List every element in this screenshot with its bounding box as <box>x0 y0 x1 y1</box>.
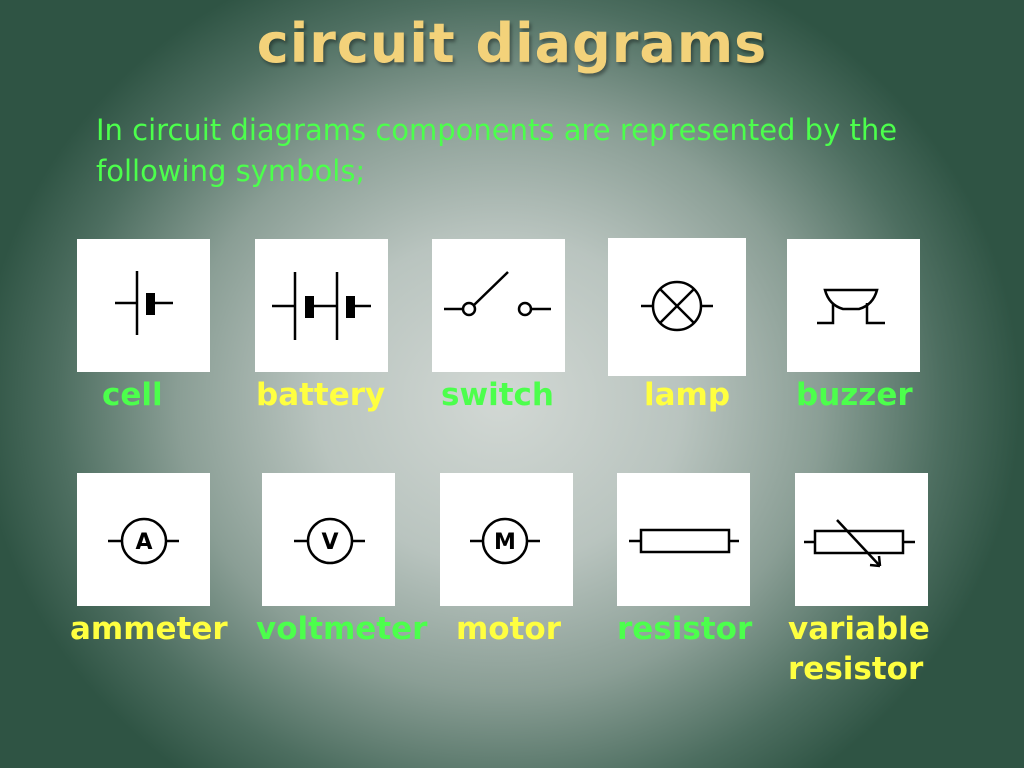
battery-symbol-icon <box>272 272 371 340</box>
voltmeter-letter: V <box>321 530 338 555</box>
ammeter-tile: A <box>77 473 210 606</box>
motor-tile: M <box>440 473 573 606</box>
variable-resistor-label: variable resistor <box>788 609 930 689</box>
buzzer-label: buzzer <box>796 377 913 413</box>
motor-symbol-icon: M <box>470 517 540 565</box>
switch-symbol-icon <box>444 271 551 317</box>
cell-symbol-icon <box>115 271 173 335</box>
ammeter-symbol-icon: A <box>108 517 179 565</box>
voltmeter-symbol-icon: V <box>294 517 365 565</box>
intro-text: In circuit diagrams components are repre… <box>96 113 898 188</box>
variable-resistor-symbol-icon <box>804 519 915 568</box>
buzzer-symbol-icon <box>817 288 885 325</box>
voltmeter-label: voltmeter <box>256 611 428 647</box>
lamp-tile <box>608 238 746 376</box>
battery-tile <box>255 239 388 372</box>
lamp-symbol-icon <box>641 280 713 332</box>
motor-label: motor <box>456 611 562 647</box>
resistor-symbol-icon <box>629 528 739 554</box>
variable-resistor-label-line1: variable <box>788 611 930 647</box>
switch-tile <box>432 239 565 372</box>
cell-label: cell <box>102 377 163 413</box>
voltmeter-tile: V <box>262 473 395 606</box>
variable-resistor-tile <box>795 473 928 606</box>
cell-tile <box>77 239 210 372</box>
buzzer-tile <box>787 239 920 372</box>
resistor-tile <box>617 473 750 606</box>
ammeter-letter: A <box>135 530 152 555</box>
battery-label: battery <box>256 377 386 413</box>
resistor-label: resistor <box>617 611 753 647</box>
variable-resistor-label-line2: resistor <box>788 651 924 687</box>
motor-letter: M <box>494 530 516 555</box>
switch-label: switch <box>441 377 554 413</box>
lamp-label: lamp <box>644 377 731 413</box>
slide-title: circuit diagrams <box>256 12 768 75</box>
ammeter-label: ammeter <box>70 611 228 647</box>
